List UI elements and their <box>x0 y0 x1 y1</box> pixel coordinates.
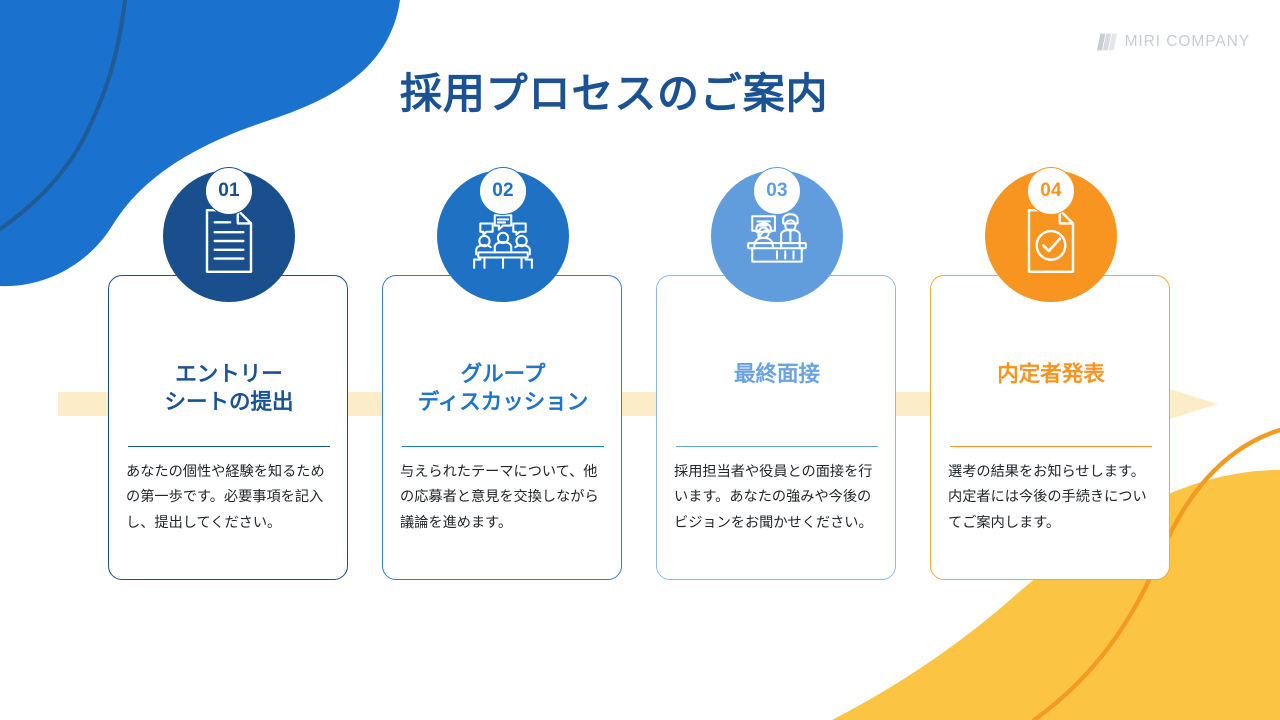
process-steps: 01 エントリー シートの提出 あなたの個性や経験を知るための第一歩です。必要事… <box>0 167 1280 590</box>
step-title: 最終面接 <box>733 362 820 386</box>
step-number: 02 <box>492 180 514 201</box>
step-divider <box>402 446 604 447</box>
step-divider <box>128 446 330 447</box>
step-description: 選考の結果をお知らせします。内定者には今後の手続きについてご案内します。 <box>948 464 1147 531</box>
step-title: エントリー シートの提出 <box>164 362 294 415</box>
step-card-04[interactable]: 04 内定者発表 選考の結果をお知らせします。内定者には今後の手続きについてご案… <box>926 167 1176 582</box>
step-card-box <box>382 275 622 580</box>
step-card-01[interactable]: 01 エントリー シートの提出 あなたの個性や経験を知るための第一歩です。必要事… <box>104 167 354 582</box>
page-title: 採用プロセスのご案内 <box>400 70 829 117</box>
document-check-icon <box>1027 208 1075 274</box>
step-number-badge: 03 <box>753 167 801 215</box>
striped-hexagon-logo-icon <box>1096 33 1117 51</box>
step-description: 採用担当者や役員との面接を行います。あなたの強みや今後のビジョンをお聞かせくださ… <box>674 464 873 531</box>
step-number-badge: 04 <box>1027 167 1075 215</box>
step-title: グループ ディスカッション <box>417 362 589 415</box>
step-description: あなたの個性や経験を知るための第一歩です。必要事項を記入し、提出してください。 <box>126 464 325 531</box>
document-lines-icon <box>205 208 253 274</box>
step-card-box <box>108 275 348 580</box>
step-number-badge: 02 <box>479 167 527 215</box>
step-card-02[interactable]: 02 グループ ディスカッション 与えられたテーマについて、他の応募者と意見を交… <box>378 167 628 582</box>
brand-name: MIRI COMPANY <box>1124 33 1250 50</box>
step-divider <box>676 446 878 447</box>
brand-logo: MIRI COMPANY <box>1096 33 1250 51</box>
interview-desk-icon <box>747 213 807 263</box>
step-number: 04 <box>1040 180 1062 201</box>
step-number: 01 <box>218 180 240 201</box>
step-title: 内定者発表 <box>997 362 1105 386</box>
step-number-badge: 01 <box>205 167 253 215</box>
step-divider <box>950 446 1152 447</box>
step-card-03[interactable]: 03 最終面接 採用担当者や役員との面接を行います。あなたの強みや今後のビジョン… <box>652 167 902 582</box>
step-description: 与えられたテーマについて、他の応募者と意見を交換しながら議論を進めます。 <box>400 464 599 531</box>
group-discussion-icon <box>473 214 533 269</box>
step-number: 03 <box>766 180 788 201</box>
